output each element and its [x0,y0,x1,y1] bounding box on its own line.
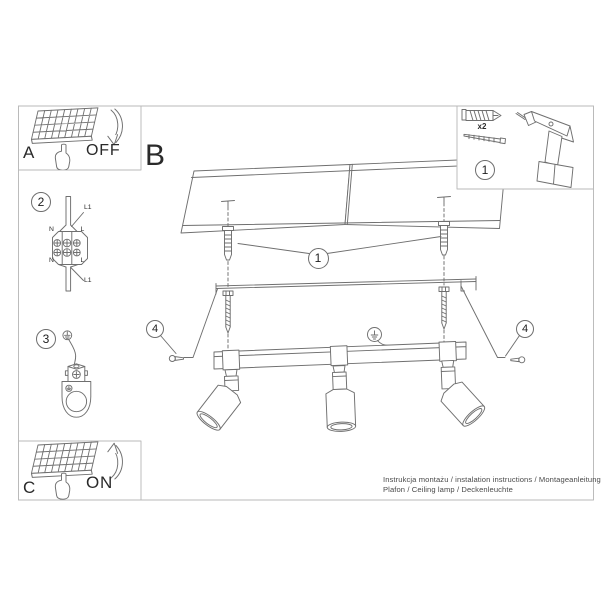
wire-label-n-top: N [49,225,54,233]
screw-icon [438,286,450,330]
step-badge-anchors: 1 [307,247,329,269]
anchor-count-label: x2 [477,122,487,131]
wall-plug-icon [461,109,502,121]
screw-icon [222,290,234,334]
switch-off-panel [18,105,142,171]
ground-icon [62,330,73,341]
step-badge-kit: 1 [475,160,495,180]
anchor-assembly-left [221,200,235,352]
main-frame [18,105,594,501]
wire-label-l1-bottom: L1 [84,276,92,284]
wire-label-l1-top: L1 [84,204,92,211]
spotlight-center [325,365,357,432]
kit-panel [456,105,594,190]
spotlight-left [196,368,242,431]
step-badge-fix-right: 4 [516,320,534,338]
drill-icon [515,111,574,188]
terminal-block-diagram [52,196,88,292]
light-switch-icon [29,107,101,144]
wire-label-n-bottom: N [49,256,54,264]
anchor-badge-leaders [237,236,442,254]
spotlight-right [440,359,486,427]
footer-title-line: Instrukcja montażu / instalation instruc… [383,474,601,484]
switch-on-panel [18,440,142,501]
step-badge-wiring: 2 [31,192,51,212]
switch-off-label: OFF [86,142,121,159]
screw-icon [463,133,506,145]
ground-callout [367,327,405,346]
ground-icon [367,327,382,342]
wire-label-l-bottom: L [80,256,85,264]
ground-bracket-diagram [61,330,92,418]
mounting-strip [183,276,506,358]
wall-plug-icon [222,226,234,261]
lamp-rail [213,340,467,371]
side-screw-left [160,335,184,362]
footer-product-line: Plafon / Ceiling lamp / Deckenleuchte [383,485,513,494]
side-screw-right [505,335,526,364]
step-badge-ground: 3 [36,329,56,349]
panel-b-label: B [145,139,166,172]
panel-c-label: C [23,478,36,497]
step-badge-fix-left: 4 [146,320,164,338]
wall-plug-icon [438,221,450,256]
panel-a-label: A [23,143,35,162]
wire-label-l-top: L [80,225,85,233]
switch-on-label: ON [86,473,114,492]
